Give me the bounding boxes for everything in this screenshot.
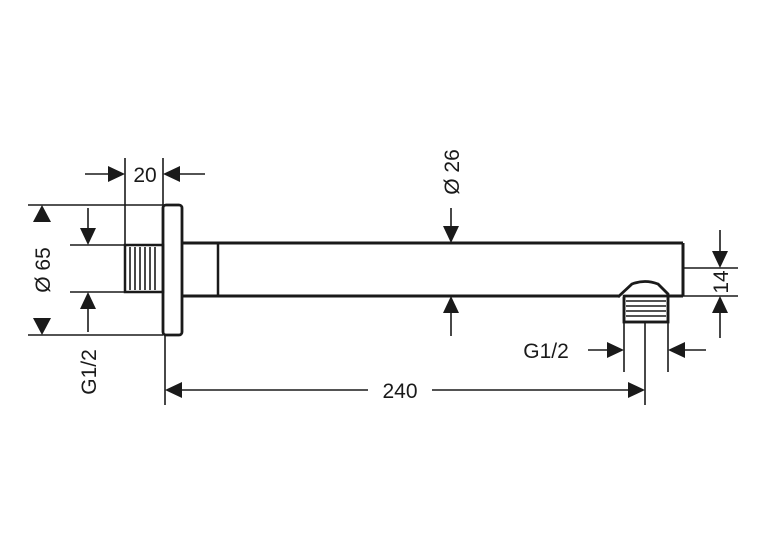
dimension-wall-thread	[70, 208, 125, 332]
label-flange-depth: 20	[133, 164, 156, 187]
label-flange-diameter: Ø 65	[32, 247, 55, 293]
label-outlet-thread: G1/2	[523, 340, 569, 363]
wall-flange	[161, 203, 184, 337]
dimension-arm-length	[164, 322, 646, 405]
dimension-flange-depth	[85, 158, 205, 245]
arm-tube	[182, 241, 685, 298]
label-outlet-offset: 14	[710, 270, 733, 294]
dimension-outlet-thread	[588, 322, 706, 372]
dimension-lines	[28, 158, 738, 405]
label-arm-diameter: Ø 26	[441, 149, 464, 195]
dimension-flange-diameter	[28, 204, 163, 336]
shower-arm-part	[123, 203, 685, 337]
outlet-connector	[617, 280, 670, 324]
wall-thread-nipple	[123, 243, 165, 294]
label-wall-thread: G1/2	[78, 349, 101, 395]
dimension-arm-diameter	[443, 208, 459, 336]
dimension-outlet-offset	[683, 230, 738, 338]
label-arm-length: 240	[382, 380, 417, 403]
